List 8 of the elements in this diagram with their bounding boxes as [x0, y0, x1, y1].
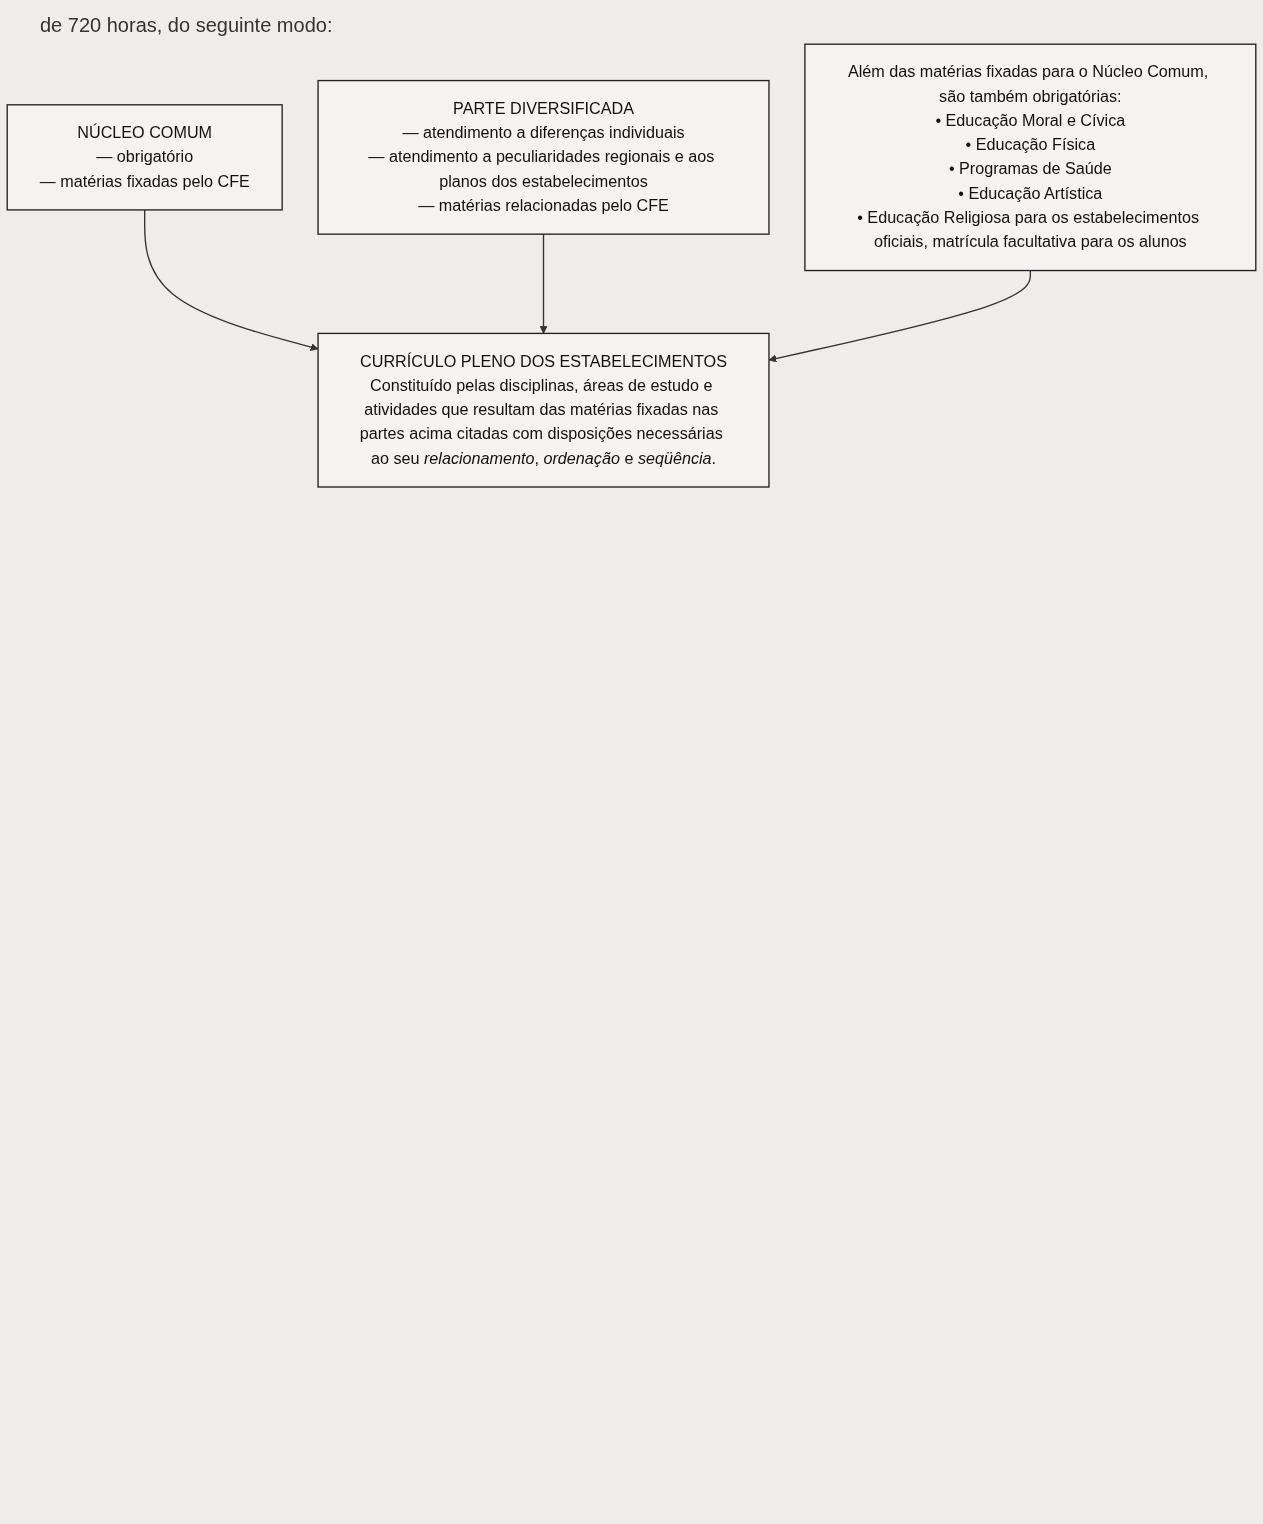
body-text: de 720 horas, do seguinte modo:	[40, 14, 334, 37]
arrow	[768, 269, 1032, 363]
node-box: Além das matérias fixadas para o Núcleo Comum, são também obrigatórias: • Educação Moral e Cívica • Educação Física • Programas de Saúde • Educação Artística • Educação Religiosa para os estabelecimentos oficiais, matrícula facultativa para os alunos	[804, 43, 1257, 272]
arrow	[144, 209, 319, 351]
arrow	[539, 233, 548, 334]
node-box: CURRÍCULO PLENO DOS ESTABELECIMENTOS Constituído pelas disciplinas, áreas de estudo e atividades que resultam das matérias fixadas nas partes acima citadas com disposições necessárias ao seu relacionamento, ordenação e seqüência.	[317, 332, 770, 488]
node-box: PARTE DIVERSIFICADA — atendimento a diferenças individuais — atendimento a peculiaridades regionais e aos planos dos estabelecimentos — matérias relacionadas pelo CFE	[317, 79, 770, 235]
node-box: NÚCLEO COMUM — obrigatório — matérias fixadas pelo CFE	[6, 104, 283, 211]
